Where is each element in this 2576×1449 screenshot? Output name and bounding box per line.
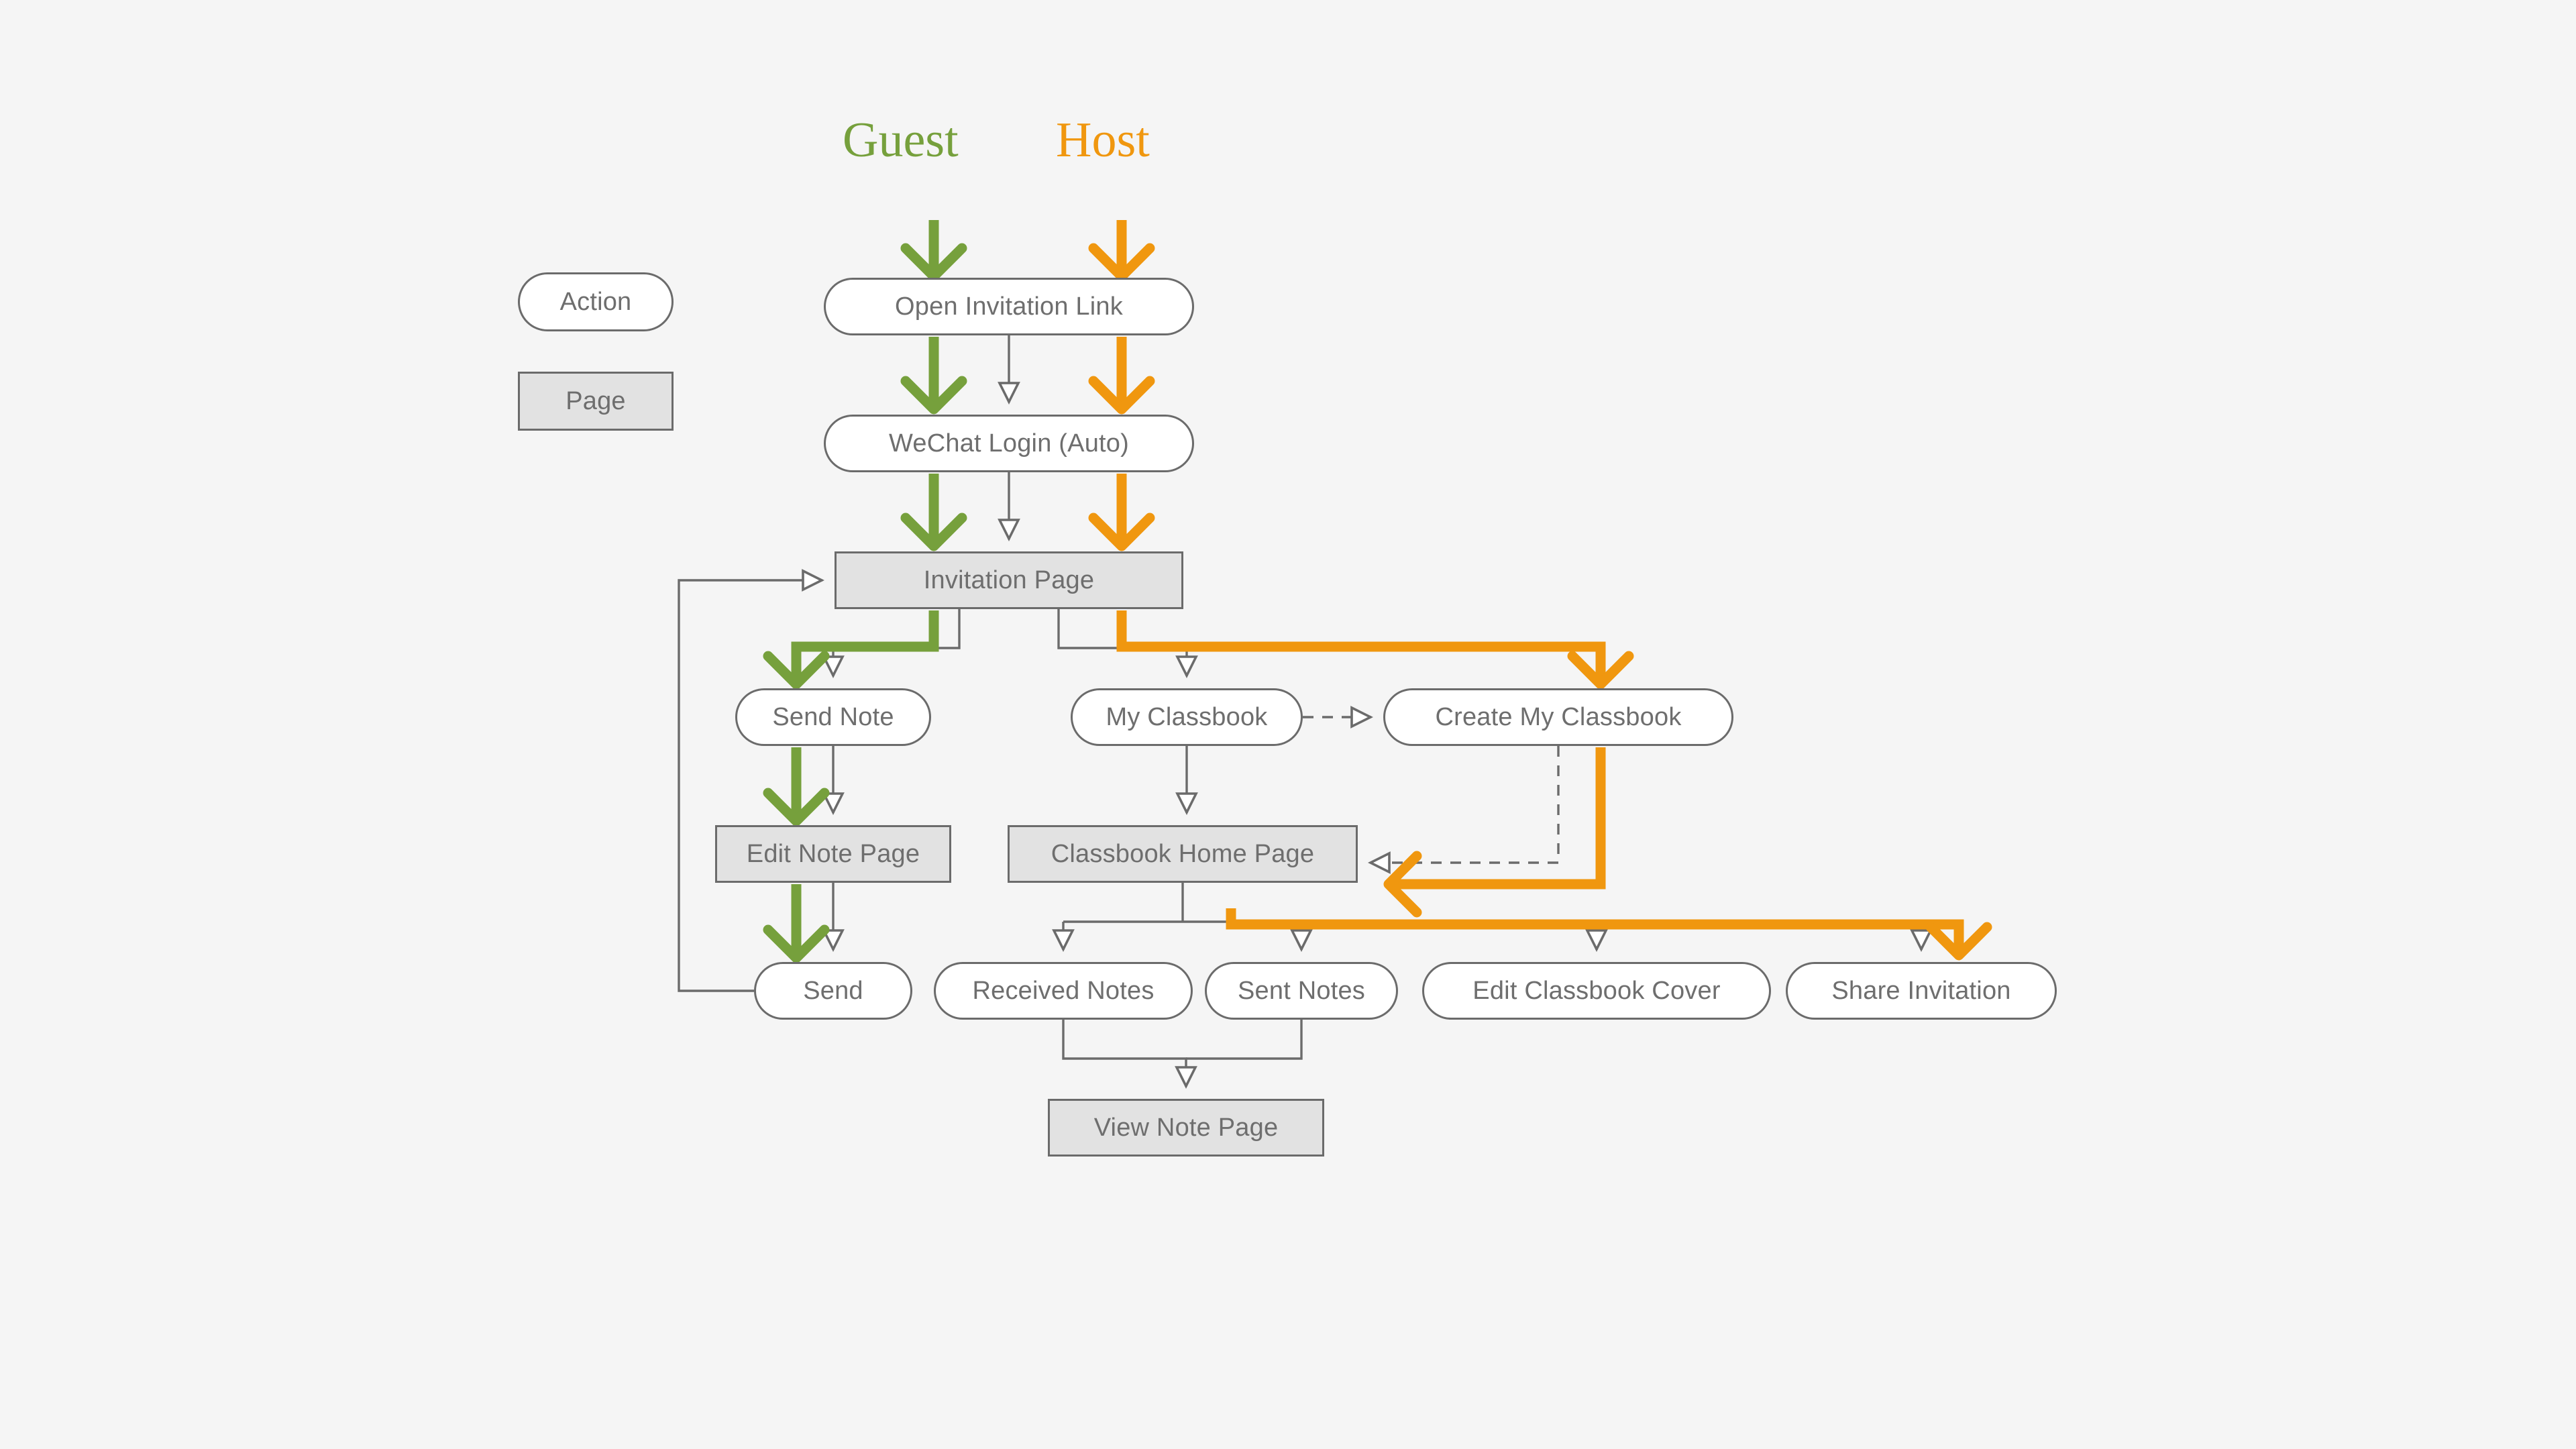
edge-send-to-invitation-loop: [678, 580, 822, 992]
node-send[interactable]: Send: [754, 962, 912, 1020]
legend-page-sample: Page: [518, 372, 674, 431]
node-create-my-classbook[interactable]: Create My Classbook: [1383, 688, 1733, 746]
guest-arrowheads-green: [763, 243, 967, 963]
node-received-notes[interactable]: Received Notes: [934, 962, 1193, 1020]
legend-action-sample: Action: [518, 272, 674, 331]
node-invitation-page[interactable]: Invitation Page: [835, 551, 1183, 609]
edge-received-to-viewnote: [1062, 1020, 1186, 1087]
host-home-to-share: [1226, 908, 1964, 955]
node-share-invitation[interactable]: Share Invitation: [1786, 962, 2057, 1020]
node-my-classbook[interactable]: My Classbook: [1071, 688, 1303, 746]
node-edit-note-page[interactable]: Edit Note Page: [715, 825, 951, 883]
host-page-to-create: [1116, 610, 1606, 683]
node-send-note[interactable]: Send Note: [735, 688, 931, 746]
guest-page-to-sendnote: [791, 610, 939, 683]
edge-sent-to-viewnote: [1186, 1020, 1303, 1060]
host-arrowheads-orange: [1088, 243, 1992, 961]
node-wechat-login[interactable]: WeChat Login (Auto): [824, 415, 1194, 472]
host-create-to-home: [1389, 747, 1606, 890]
node-view-note-page[interactable]: View Note Page: [1048, 1099, 1324, 1157]
node-sent-notes[interactable]: Sent Notes: [1205, 962, 1398, 1020]
swimlane-title-guest: Guest: [843, 113, 959, 168]
host-path-orange: [1116, 220, 1964, 955]
dashed-connectors: [1303, 717, 1560, 863]
swimlane-title-host: Host: [1056, 113, 1150, 168]
node-open-invitation-link[interactable]: Open Invitation Link: [824, 278, 1194, 335]
guest-path-green: [791, 220, 939, 957]
node-edit-classbook-cover[interactable]: Edit Classbook Cover: [1422, 962, 1771, 1020]
edge-create-to-home-dashed: [1370, 746, 1560, 863]
node-classbook-home-page[interactable]: Classbook Home Page: [1008, 825, 1358, 883]
